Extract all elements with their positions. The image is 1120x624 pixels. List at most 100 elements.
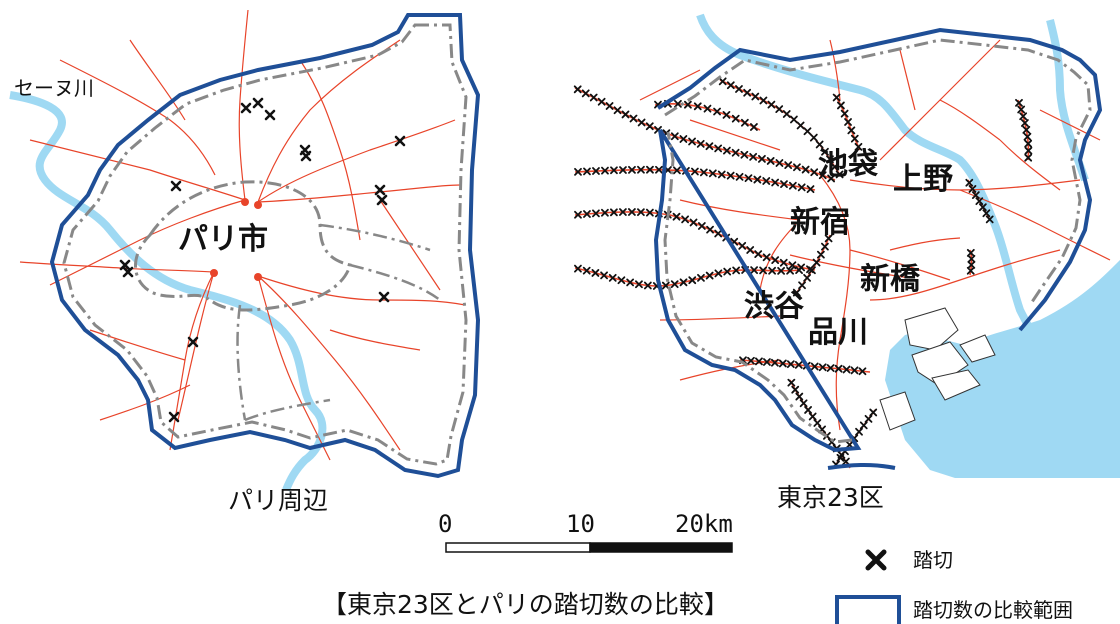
level-crossing-mark — [744, 174, 753, 183]
legend-boundary-swatch — [835, 595, 901, 624]
level-crossing-mark — [965, 178, 974, 187]
paris-admin-lines — [236, 223, 441, 422]
tokyo-shoreline — [827, 462, 896, 470]
level-crossing-mark — [767, 100, 776, 109]
level-crossing-mark — [832, 93, 841, 102]
level-crossing-mark — [797, 183, 806, 192]
level-crossing-mark — [840, 109, 849, 118]
level-crossing-mark — [581, 89, 590, 98]
level-crossing-mark — [731, 148, 740, 157]
level-crossing-mark — [743, 88, 752, 97]
station-ikebukuro: 池袋 — [818, 147, 878, 182]
level-crossing-mark — [601, 208, 609, 217]
level-crossing-mark — [803, 127, 812, 136]
level-crossing-mark — [679, 135, 688, 143]
level-crossing-mark — [788, 181, 797, 190]
level-crossing-mark — [689, 218, 698, 227]
level-crossing-mark — [717, 170, 726, 179]
station-shimbashi: 新橋 — [860, 262, 920, 297]
level-crossing-mark — [583, 167, 591, 176]
level-crossing-mark — [628, 165, 636, 174]
level-crossing-mark — [597, 97, 606, 106]
level-crossing-mark — [679, 278, 688, 287]
level-crossing-mark — [613, 106, 622, 115]
level-crossing-mark — [795, 392, 804, 401]
level-crossing-mark — [864, 414, 873, 423]
level-crossing-mark — [821, 147, 829, 156]
level-crossing-mark — [705, 271, 714, 280]
level-crossing-mark — [801, 165, 810, 174]
level-crossing-mark — [810, 362, 819, 371]
level-crossing-mark — [726, 81, 735, 90]
level-crossing-mark — [1019, 112, 1028, 121]
tokyo-railways — [639, 39, 1111, 431]
level-crossing-mark — [1022, 125, 1031, 134]
level-crossing-mark — [854, 142, 863, 151]
level-crossing-mark — [859, 421, 868, 430]
level-crossing-mark — [697, 273, 705, 282]
level-crossing-mark — [810, 168, 819, 177]
level-crossing-mark — [732, 266, 741, 275]
paris-admin-outline — [62, 23, 468, 466]
level-crossing-mark — [759, 96, 768, 105]
level-crossing-mark — [714, 144, 723, 153]
level-crossing-mark — [777, 266, 786, 275]
level-crossing-mark — [645, 122, 654, 131]
level-crossing-mark — [795, 266, 803, 274]
level-crossing-mark — [573, 85, 582, 94]
level-crossing-mark — [844, 118, 852, 126]
level-crossing-mark — [794, 361, 803, 369]
level-crossing-mark — [768, 266, 777, 275]
level-crossing-mark — [655, 165, 663, 174]
level-crossing-mark — [816, 250, 825, 259]
level-crossing-mark — [808, 266, 816, 275]
level-crossing-mark — [762, 177, 771, 185]
level-crossing-mark — [982, 209, 991, 218]
level-crossing-mark — [670, 280, 679, 289]
level-crossing-mark — [806, 185, 815, 194]
tokyo-admin-outline — [664, 38, 1092, 306]
level-crossing-mark — [770, 358, 779, 367]
tokyo-comparison-boundary — [653, 27, 1103, 453]
tokyo-river-east — [1046, 19, 1089, 182]
level-crossing-mark — [637, 118, 646, 127]
level-crossing-mark — [1024, 146, 1033, 155]
level-crossing-mark — [818, 171, 827, 180]
level-crossing-mark — [674, 99, 682, 108]
seine-label: セーヌ川 — [14, 76, 94, 100]
level-crossing-mark — [968, 185, 977, 193]
level-crossing-mark — [738, 241, 747, 250]
level-crossing-mark — [826, 364, 835, 372]
level-crossing-mark — [746, 246, 755, 254]
level-crossing-mark — [850, 134, 859, 143]
level-crossing-mark — [869, 408, 878, 417]
level-crossing-mark — [735, 85, 743, 93]
level-crossing-mark — [693, 102, 702, 111]
level-crossing-mark — [758, 154, 766, 163]
level-crossing-mark — [619, 166, 627, 174]
level-crossing-mark — [636, 208, 645, 217]
level-crossing-mark — [583, 210, 591, 218]
level-crossing-mark — [697, 222, 706, 230]
level-crossing-mark — [815, 140, 824, 149]
level-crossing-mark — [1024, 139, 1033, 148]
level-crossing-mark — [610, 166, 618, 175]
level-crossing-mark — [788, 261, 797, 270]
level-crossing-mark — [967, 260, 976, 269]
level-crossing-mark — [670, 132, 679, 141]
level-crossing-mark — [626, 278, 635, 287]
legend-crossing-symbol — [865, 549, 887, 571]
figure-caption: 【東京23区とパリの踏切数の比較】 — [322, 590, 729, 619]
level-crossing-mark — [786, 360, 795, 369]
tokyo-admin-outline-sw — [663, 131, 853, 444]
level-crossing-mark — [600, 271, 608, 280]
level-crossing-mark — [978, 203, 987, 212]
station-ueno: 上野 — [893, 162, 953, 197]
level-crossing-mark — [804, 406, 812, 414]
level-crossing-mark — [803, 273, 812, 282]
level-crossing-mark — [1020, 119, 1029, 127]
level-crossing-mark — [723, 267, 732, 276]
level-crossing-mark — [858, 367, 867, 376]
level-crossing-mark — [705, 142, 714, 151]
level-crossing-mark — [718, 77, 727, 86]
